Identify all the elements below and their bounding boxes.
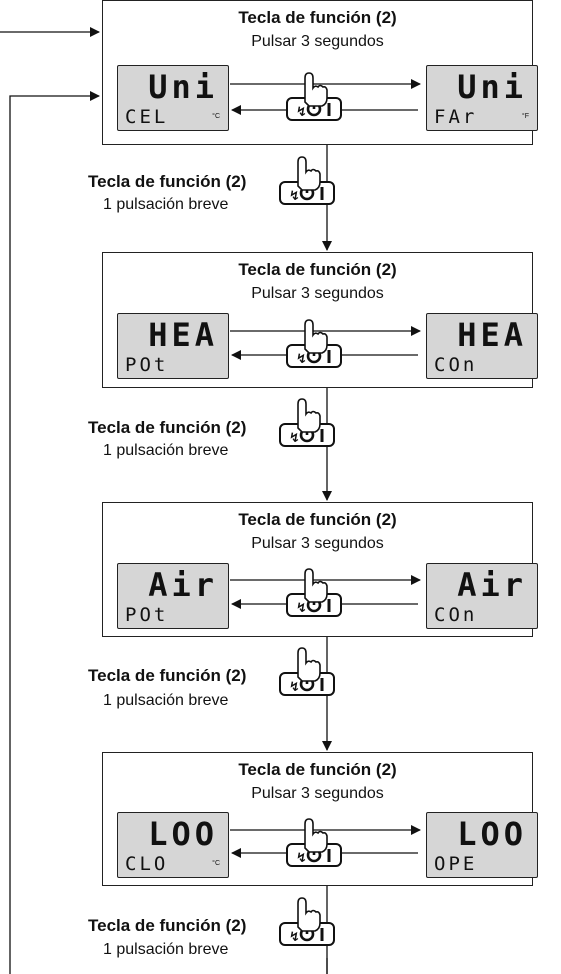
lcd-left: LOO CLO °C xyxy=(117,812,229,878)
panel-title: Tecla de función (2) xyxy=(238,760,397,779)
panel-subtitle: Pulsar 3 segundos xyxy=(251,535,384,552)
step-title: Tecla de función (2) xyxy=(88,666,247,685)
function-key-power-icon: ↯ xyxy=(279,897,335,946)
function-key-power-icon: ↯ xyxy=(286,72,342,121)
panel-subtitle: Pulsar 3 segundos xyxy=(251,33,384,50)
lcd-left: HEA POt xyxy=(117,313,229,379)
panel-title: Tecla de función (2) xyxy=(238,8,397,27)
lcd-left: Uni CEL °C xyxy=(117,65,229,131)
panel-subtitle: Pulsar 3 segundos xyxy=(251,285,384,302)
svg-text:↯: ↯ xyxy=(296,851,307,866)
svg-text:↯: ↯ xyxy=(296,105,307,120)
step-desc: 1 pulsación breve xyxy=(103,941,229,958)
step-desc: 1 pulsación breve xyxy=(103,442,229,459)
step-title: Tecla de función (2) xyxy=(88,172,247,191)
svg-text:↯: ↯ xyxy=(296,352,307,367)
step-desc: 1 pulsación breve xyxy=(103,196,229,213)
lcd-right: Uni FAr °F xyxy=(426,65,538,131)
function-key-power-icon: ↯ xyxy=(279,647,335,696)
panel-title: Tecla de función (2) xyxy=(238,510,397,529)
function-key-power-icon: ↯ xyxy=(279,156,335,205)
lcd-left: Air POt xyxy=(117,563,229,629)
function-key-power-icon: ↯ xyxy=(279,398,335,447)
lcd-right: LOO OPE xyxy=(426,812,538,878)
step-title: Tecla de función (2) xyxy=(88,418,247,437)
svg-text:↯: ↯ xyxy=(289,189,300,204)
panel-title: Tecla de función (2) xyxy=(238,260,397,279)
svg-text:↯: ↯ xyxy=(289,431,300,446)
panel-air: Tecla de función (2) Pulsar 3 segundos A… xyxy=(102,502,538,637)
step-title: Tecla de función (2) xyxy=(88,916,247,935)
panel-heater: Tecla de función (2) Pulsar 3 segundos H… xyxy=(102,252,538,388)
function-key-power-icon: ↯ xyxy=(286,319,342,368)
lcd-right: Air COn xyxy=(426,563,538,629)
step-desc: 1 pulsación breve xyxy=(103,692,229,709)
function-key-power-icon: ↯ xyxy=(286,818,342,867)
svg-text:↯: ↯ xyxy=(296,601,307,616)
panel-subtitle: Pulsar 3 segundos xyxy=(251,785,384,802)
svg-text:↯: ↯ xyxy=(289,680,300,695)
svg-text:↯: ↯ xyxy=(289,930,300,945)
lcd-right: HEA COn xyxy=(426,313,538,379)
function-key-power-icon: ↯ xyxy=(286,568,342,617)
